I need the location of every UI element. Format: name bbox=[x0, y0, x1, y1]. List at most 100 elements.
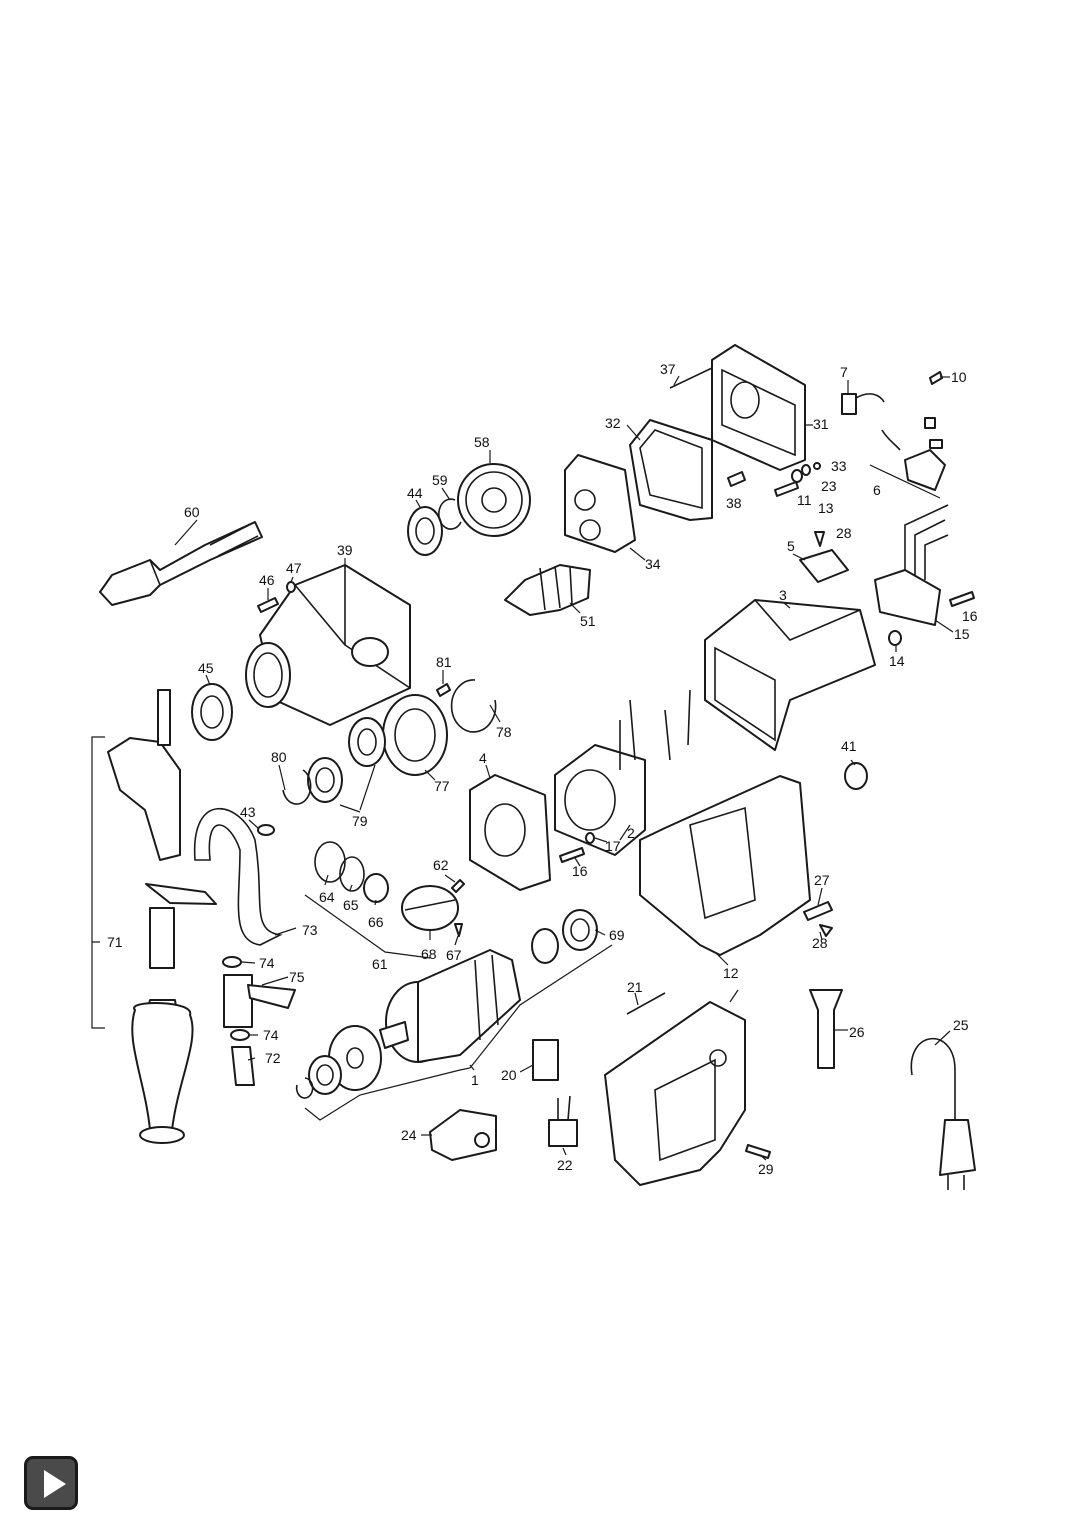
screw-46-part bbox=[257, 597, 279, 613]
screw-28-upper-part bbox=[814, 531, 825, 547]
plate-5-part bbox=[799, 549, 849, 583]
label-17: 17 bbox=[605, 838, 621, 854]
label-31: 31 bbox=[813, 416, 829, 432]
cable-clamp-27-part bbox=[803, 901, 833, 921]
screw-67-part bbox=[454, 923, 463, 937]
motor-plate-4-part bbox=[469, 774, 551, 891]
sleeve-part bbox=[149, 907, 175, 969]
label-12: 12 bbox=[723, 965, 739, 981]
nut-47-part bbox=[286, 581, 296, 593]
label-46: 46 bbox=[259, 572, 275, 588]
label-7: 7 bbox=[840, 364, 848, 380]
label-58: 58 bbox=[474, 434, 490, 450]
pin-38-part bbox=[727, 471, 746, 487]
fitting-72-part bbox=[231, 1046, 255, 1086]
label-41: 41 bbox=[841, 738, 857, 754]
label-5: 5 bbox=[787, 538, 795, 554]
label-38: 38 bbox=[726, 495, 742, 511]
end-cover-31-part bbox=[711, 344, 806, 471]
armature-1-part bbox=[379, 928, 559, 1063]
bearing-44-part bbox=[407, 506, 443, 556]
label-77: 77 bbox=[434, 778, 450, 794]
capacitor-20-part bbox=[532, 1039, 559, 1081]
valve-75-part bbox=[223, 974, 296, 1028]
screw-10-part bbox=[929, 371, 943, 385]
label-34: 34 bbox=[645, 556, 661, 572]
o-ring-64-part bbox=[314, 841, 346, 883]
label-78: 78 bbox=[496, 724, 512, 740]
screw-37-part bbox=[669, 367, 713, 389]
label-61: 61 bbox=[372, 956, 388, 972]
circlip-80-part bbox=[282, 769, 312, 805]
label-79: 79 bbox=[352, 813, 368, 829]
pin-81-part bbox=[436, 683, 451, 697]
label-81: 81 bbox=[436, 654, 452, 670]
cover-plate-34-part bbox=[564, 454, 636, 553]
washer-17-part bbox=[585, 832, 595, 844]
label-67: 67 bbox=[446, 947, 462, 963]
circlip-lower-part bbox=[295, 1077, 314, 1099]
label-25: 25 bbox=[953, 1017, 969, 1033]
gasket-32-part bbox=[629, 419, 713, 521]
handle-cover-part bbox=[604, 1001, 746, 1186]
label-33: 33 bbox=[831, 458, 847, 474]
play-button[interactable] bbox=[24, 1456, 78, 1510]
power-cord-25-part bbox=[910, 1037, 976, 1190]
label-51: 51 bbox=[580, 613, 596, 629]
label-64: 64 bbox=[319, 889, 335, 905]
label-15: 15 bbox=[954, 626, 970, 642]
screw-62-part bbox=[451, 879, 465, 893]
handle-housing-12-part bbox=[639, 775, 811, 956]
label-39: 39 bbox=[337, 542, 353, 558]
label-11: 11 bbox=[797, 492, 812, 508]
rotary-knob-68-part bbox=[401, 885, 459, 931]
spindle-shaft-part bbox=[99, 521, 263, 606]
label-62: 62 bbox=[433, 857, 449, 873]
disc-66-part bbox=[363, 873, 389, 903]
side-handle-clamp-71-part bbox=[107, 689, 194, 1144]
label-60: 60 bbox=[184, 504, 200, 520]
label-23: 23 bbox=[821, 478, 837, 494]
bearing-lower-part bbox=[308, 1055, 342, 1095]
label-21: 21 bbox=[627, 979, 643, 995]
label-14: 14 bbox=[889, 653, 905, 669]
flange-part bbox=[145, 883, 217, 905]
label-68: 68 bbox=[421, 946, 437, 962]
bearing-housing-77-part bbox=[382, 694, 448, 776]
label-73: 73 bbox=[302, 922, 318, 938]
label-2: 2 bbox=[627, 825, 635, 841]
label-22: 22 bbox=[557, 1157, 573, 1173]
wiring-block-15-part bbox=[874, 504, 949, 626]
sleeve-26-part bbox=[809, 989, 843, 1069]
label-16-upper: 16 bbox=[962, 608, 978, 624]
bearing-45-part bbox=[191, 683, 233, 741]
screw-16-lower-part bbox=[559, 847, 585, 863]
intermediate-shaft-part bbox=[504, 564, 591, 616]
label-65: 65 bbox=[343, 897, 359, 913]
gear-58-part bbox=[457, 463, 531, 537]
screw-29-part bbox=[745, 1144, 771, 1159]
label-13: 13 bbox=[818, 500, 834, 516]
hose-73-part bbox=[193, 807, 283, 946]
suppressor-22-part bbox=[548, 1095, 578, 1147]
screw-28-lower-part bbox=[819, 924, 833, 937]
circlip-59-part bbox=[438, 498, 462, 530]
carbon-brush-7-part bbox=[841, 393, 885, 415]
label-26: 26 bbox=[849, 1024, 865, 1040]
gear-housing-part bbox=[245, 564, 411, 726]
label-75: 75 bbox=[289, 969, 305, 985]
label-28-lower: 28 bbox=[812, 935, 828, 951]
label-71: 71 bbox=[107, 934, 123, 950]
label-32: 32 bbox=[605, 415, 621, 431]
snap-ring-78-part bbox=[450, 679, 497, 733]
ball-33-part bbox=[813, 462, 821, 470]
label-29: 29 bbox=[758, 1161, 774, 1177]
bearing-79-part bbox=[307, 717, 386, 803]
washer-13-part bbox=[791, 469, 803, 483]
label-47: 47 bbox=[286, 560, 302, 576]
label-45: 45 bbox=[198, 660, 214, 676]
nut-14-part bbox=[888, 630, 902, 646]
brush-holder-6-part bbox=[881, 417, 946, 491]
label-3: 3 bbox=[779, 587, 787, 603]
